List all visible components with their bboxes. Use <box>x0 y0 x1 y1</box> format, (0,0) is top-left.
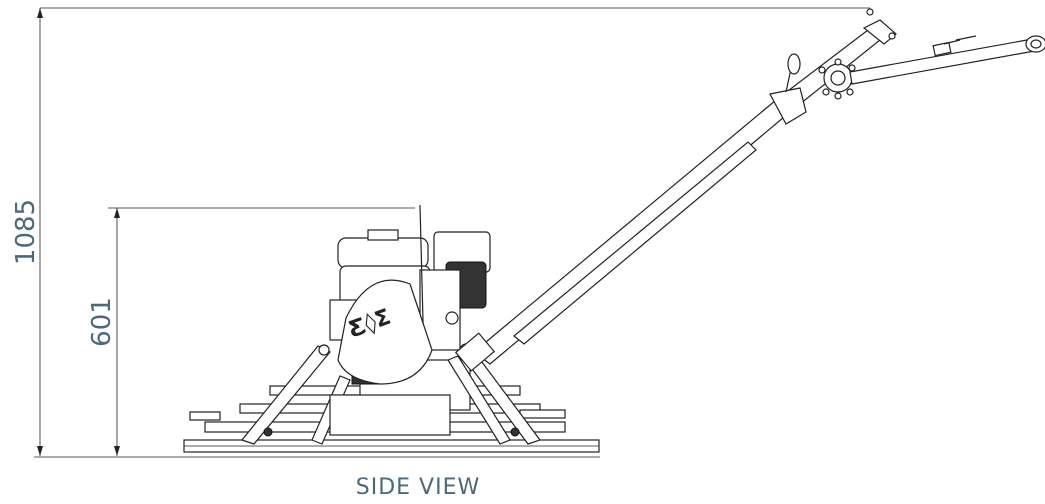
view-caption: SIDE VIEW <box>356 475 480 500</box>
extension-arm <box>849 35 1045 85</box>
belt-guard: Ƹ◊Σ <box>337 279 433 385</box>
overall-height-label: 1085 <box>11 199 41 265</box>
engine-height-label: 601 <box>87 297 117 347</box>
handle-head <box>769 8 897 125</box>
handle-shaft <box>454 29 881 372</box>
dimension-engine-height: 601 <box>87 207 415 456</box>
dimension-overall-height: 1085 <box>11 7 870 456</box>
